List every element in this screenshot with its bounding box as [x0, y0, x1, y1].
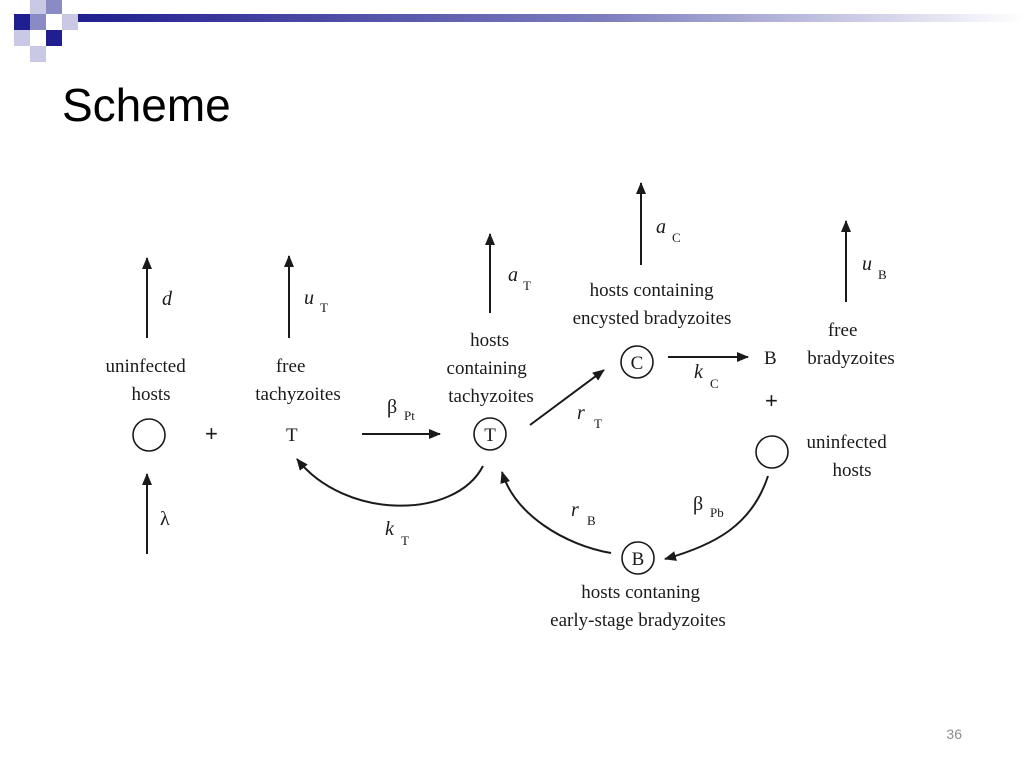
header-banner — [14, 0, 1024, 62]
plus-sign-2: + — [765, 388, 778, 413]
early-stage-host-node-label: B — [632, 549, 645, 570]
rate-k-T: k — [385, 518, 395, 540]
tachyzoite-host-node-label: T — [484, 425, 496, 446]
infection-arrow-bradyzoite — [664, 475, 769, 561]
rate-r-B: r — [571, 499, 579, 521]
hosts-containing-tachyzoites-label: hosts containing tachyzoites — [447, 330, 534, 407]
uninfected-hosts-right-label: uninfected hosts — [807, 432, 892, 481]
rate-a-T: a — [508, 264, 518, 286]
rate-u-T-sub: T — [320, 300, 328, 315]
rate-k-C-sub: C — [710, 376, 719, 391]
slide-title: Scheme — [62, 79, 231, 131]
encystment-arrow — [529, 369, 605, 426]
rate-u-B-sub: B — [878, 267, 887, 282]
rate-a-T-sub: T — [523, 278, 531, 293]
uninfected-hosts-label: uninfected hosts — [106, 356, 191, 405]
rate-k-C: k — [694, 361, 704, 383]
reversion-arrow-k-T — [296, 458, 484, 507]
rate-beta-Pb-sub: Pb — [710, 505, 724, 520]
uninfected-host-node — [132, 418, 166, 452]
free-tachyzoites-label: free tachyzoites — [255, 356, 340, 405]
decorative-squares — [14, 0, 78, 62]
encysted-host-node-label: C — [631, 353, 644, 374]
bradyzoite-symbol: B — [764, 348, 777, 369]
slide-number: 36 — [946, 726, 962, 742]
rate-r-B-sub: B — [587, 513, 596, 528]
rate-k-T-sub: T — [401, 533, 409, 548]
rate-r-T-sub: T — [594, 416, 602, 431]
rate-beta-Pt-sub: Pt — [404, 408, 415, 423]
rate-u-B: u — [862, 253, 872, 275]
rate-u-T: u — [304, 287, 314, 309]
early-stage-host-node — [621, 541, 655, 575]
rate-a-C: a — [656, 216, 666, 238]
tachyzoite-symbol: T — [286, 425, 298, 446]
rate-beta-Pt: β — [387, 396, 397, 418]
rate-lambda: λ — [160, 508, 170, 530]
rate-beta-Pb: β — [693, 493, 703, 515]
reactivation-arrow — [500, 471, 612, 554]
rate-r-T: r — [577, 402, 585, 424]
plus-sign-1: + — [205, 421, 218, 446]
uninfected-host-node-right — [755, 435, 789, 469]
banner-gradient-bar — [78, 14, 1024, 22]
encysted-host-node — [620, 345, 654, 379]
tachyzoite-host-node — [473, 417, 507, 451]
hosts-containing-encysted-label: hosts containing encysted bradyzoites — [573, 280, 732, 329]
hosts-early-stage-label: hosts contaning early-stage bradyzoites — [550, 582, 726, 631]
rate-a-C-sub: C — [672, 230, 681, 245]
rate-d: d — [162, 288, 173, 310]
free-bradyzoites-label: free bradyzoites — [807, 320, 895, 369]
